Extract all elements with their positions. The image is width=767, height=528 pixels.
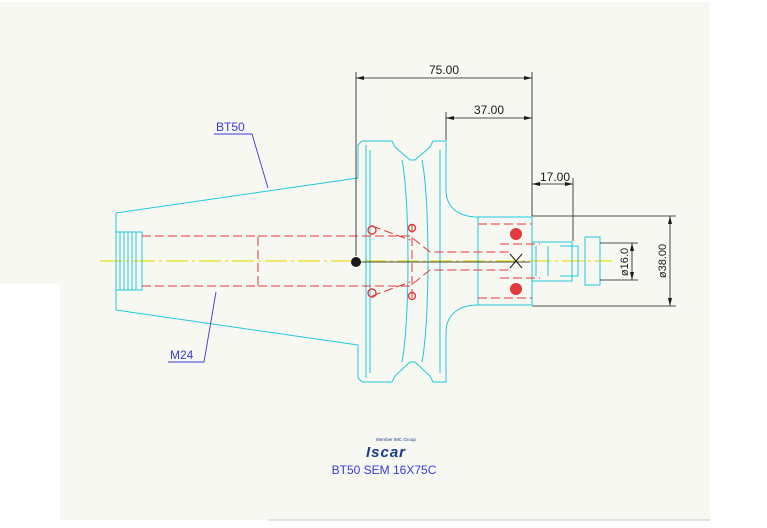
thread-bore [142,235,259,287]
arrow-75-right [524,76,532,80]
screw-mid-upper [407,223,417,233]
arrow-17-right [565,182,573,186]
screw-flange-upper [367,225,377,235]
leader-bt50 [214,133,269,189]
logo-wordmark: Iscar [366,444,406,461]
thread-end [116,231,143,291]
inner-bore [258,235,510,287]
dim-17-text: 17.00 [540,170,570,184]
label-bt50: BT50 [216,120,245,134]
arrow-38-bot [668,298,672,306]
hidden-lines [142,223,540,299]
nose-body [477,217,533,305]
clamp-bore [478,223,540,299]
taper-shank [115,177,359,346]
screw-mid-lower [407,291,417,301]
iscar-logo: Member IMC Group Iscar [366,437,416,461]
set-screws [367,223,523,301]
coolant-channels [371,224,413,298]
arrow-37-right [524,116,532,120]
leader-m24 [168,291,217,363]
screw-lower [510,283,522,295]
cross-mark [509,253,523,269]
flange-inner [365,145,441,378]
holder-outline [115,140,601,383]
arrow-16-top [630,243,634,251]
arrow-16-bot [630,272,634,280]
logo-tagline: Member IMC Group [376,437,416,442]
dim-75-text: 75.00 [429,63,459,77]
arrow-75-left [356,76,364,80]
dimension-arrows [356,76,672,306]
dim-38-text: ø38.00 [657,244,669,278]
arrow-37-left [446,116,454,120]
screw-upper [510,228,522,240]
label-m24: M24 [170,348,194,362]
flange [357,140,532,383]
sheet-notch [0,2,60,284]
arrow-38-top [668,216,672,224]
dim-37-text: 37.00 [474,103,504,117]
arrow-17-left [532,182,540,186]
part-code: BT50 SEM 16X75C [332,463,437,477]
leaders [168,133,269,363]
dim-16-text: ø16.0 [619,248,631,276]
collet-tip [532,236,601,286]
screw-flange-lower [367,288,377,298]
